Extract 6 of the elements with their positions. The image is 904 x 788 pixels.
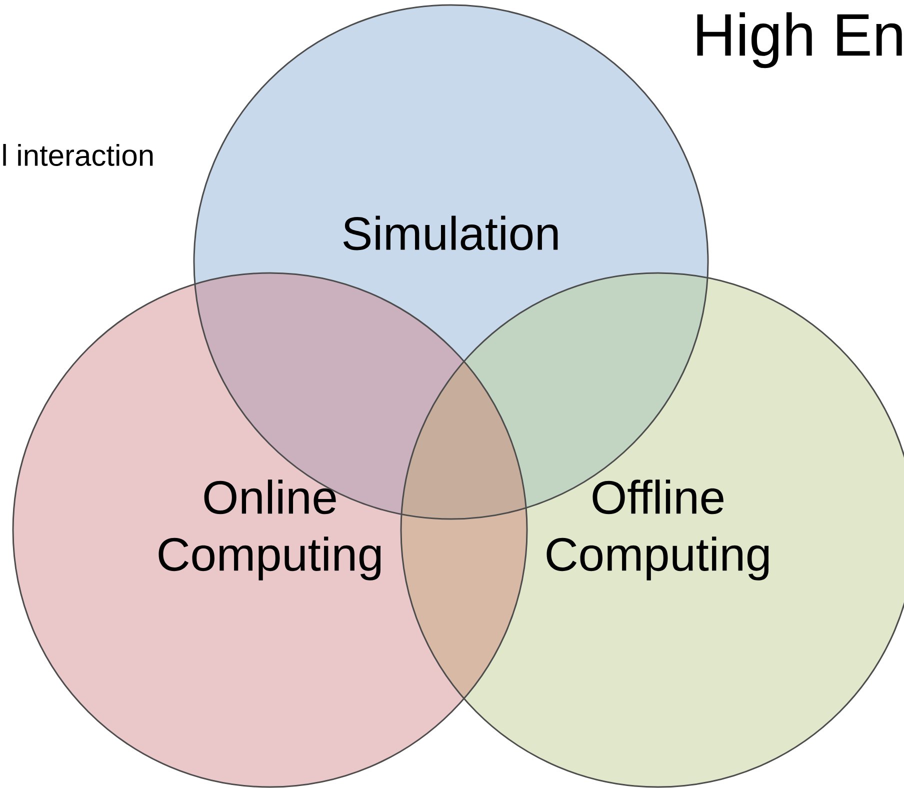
circle-label: Online Computing xyxy=(158,480,381,580)
title: High En xyxy=(697,12,902,68)
side-note: l interaction xyxy=(3,144,153,166)
circle-label: Offline Computing xyxy=(546,480,769,580)
venn-circle xyxy=(12,272,528,788)
circle-label: Simulation xyxy=(343,216,558,250)
